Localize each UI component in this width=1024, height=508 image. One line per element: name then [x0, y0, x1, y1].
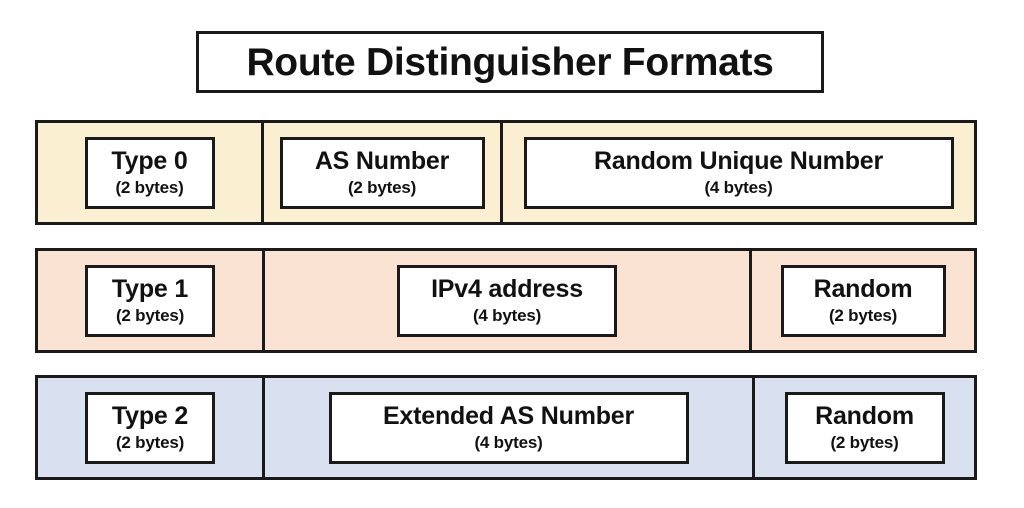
field-box-type-0: Type 0 (2 bytes) [84, 136, 215, 209]
field-name: Random [813, 275, 913, 303]
field-name: Type 0 [111, 147, 188, 175]
rd-segment-type-1-type: Type 1 (2 bytes) [38, 251, 265, 350]
field-size: (2 bytes) [347, 178, 417, 197]
field-box-type-1: Type 1 (2 bytes) [85, 264, 215, 337]
page-title: Route Distinguisher Formats [246, 40, 774, 84]
field-name: IPv4 address [431, 275, 583, 303]
field-name: Random Unique Number [593, 147, 884, 175]
rd-segment-type-2-type: Type 2 (2 bytes) [38, 378, 265, 477]
rd-format-row-type-0: Type 0 (2 bytes) AS Number (2 bytes) Ran… [35, 120, 977, 225]
rd-segment-type-0-type: Type 0 (2 bytes) [38, 123, 264, 222]
field-size: (2 bytes) [828, 306, 898, 325]
field-size: (2 bytes) [115, 306, 185, 325]
field-size: (4 bytes) [474, 433, 543, 452]
field-size: (2 bytes) [830, 433, 899, 452]
field-box-random: Random (2 bytes) [784, 391, 945, 464]
field-name: Random [815, 402, 914, 430]
field-name: AS Number [314, 147, 450, 175]
field-box-extended-as-number: Extended AS Number (4 bytes) [328, 391, 689, 464]
diagram-title-box: Route Distinguisher Formats [196, 31, 824, 93]
rd-format-row-type-1: Type 1 (2 bytes) IPv4 address (4 bytes) … [35, 248, 977, 353]
rd-segment-type-0-as-number: AS Number (2 bytes) [264, 123, 503, 222]
rd-segment-type-0-random-unique-number: Random Unique Number (4 bytes) [503, 123, 974, 222]
field-box-type-2: Type 2 (2 bytes) [85, 391, 215, 464]
field-box-random: Random (2 bytes) [780, 264, 946, 337]
rd-segment-type-2-extended-as-number: Extended AS Number (4 bytes) [265, 378, 755, 477]
field-box-ipv4-address: IPv4 address (4 bytes) [397, 264, 617, 337]
field-size: (2 bytes) [115, 178, 184, 197]
field-size: (4 bytes) [704, 178, 773, 197]
field-size: (2 bytes) [115, 433, 185, 452]
field-name: Type 1 [111, 275, 189, 303]
field-size: (4 bytes) [472, 306, 542, 325]
rd-segment-type-2-random: Random (2 bytes) [755, 378, 974, 477]
rd-segment-type-1-random: Random (2 bytes) [752, 251, 974, 350]
field-box-random-unique-number: Random Unique Number (4 bytes) [523, 136, 954, 209]
field-name: Extended AS Number [382, 402, 635, 430]
field-box-as-number: AS Number (2 bytes) [279, 136, 485, 209]
rd-format-row-type-2: Type 2 (2 bytes) Extended AS Number (4 b… [35, 375, 977, 480]
rd-segment-type-1-ipv4-address: IPv4 address (4 bytes) [265, 251, 752, 350]
field-name: Type 2 [111, 402, 189, 430]
